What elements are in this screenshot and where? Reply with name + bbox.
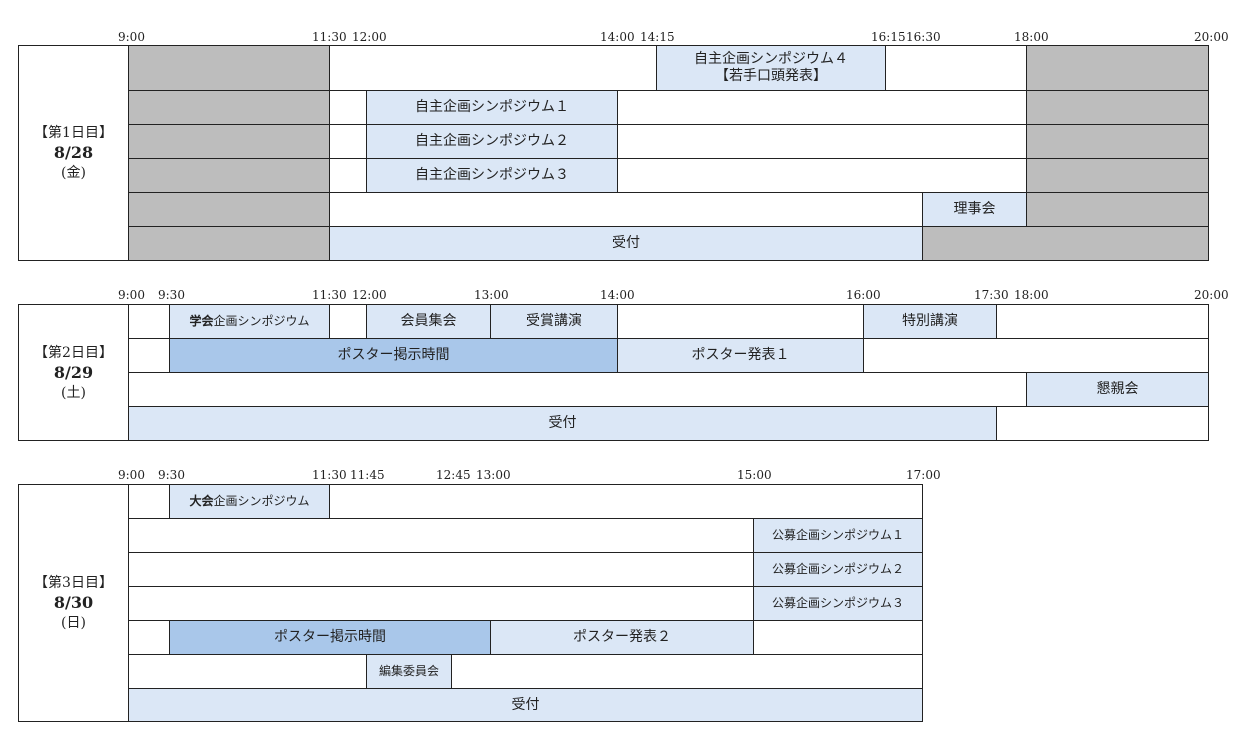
day1-tick-1615: 16:15: [871, 30, 906, 44]
day2-tick-1400: 14:00: [600, 288, 635, 302]
day1-row-divider: [128, 90, 1209, 91]
day2-date: 8/29: [53, 362, 94, 382]
day1-tick-2000: 20:00: [1194, 30, 1229, 44]
day3-public-symposium3: 公募企画シンポジウム３: [753, 586, 923, 621]
day1-row-divider: [128, 158, 1209, 159]
day1-symposium3: 自主企画シンポジウム３: [366, 158, 618, 193]
day1-label-prefix: 【第1日目】: [34, 125, 113, 141]
day2-special-lecture: 特別講演: [863, 304, 997, 339]
day3-label-divider: [128, 484, 129, 722]
day3-label-prefix: 【第3日目】: [34, 575, 113, 591]
day1-unavailable-evening: [1026, 90, 1209, 125]
day1-unavailable-morning: [128, 226, 330, 261]
day1-symposium4: 自主企画シンポジウム４ 【若手口頭発表】: [656, 45, 886, 91]
day2-tick-2000: 20:00: [1194, 288, 1229, 302]
day1-tick-1200: 12:00: [352, 30, 387, 44]
day3-tick-1130: 11:30: [312, 468, 347, 482]
day1-label: 【第1日目】 8/28 (金): [19, 46, 128, 260]
day1-unavailable-morning: [128, 90, 330, 125]
day2-society-symposium-label: 企画シンポジウム: [213, 314, 310, 328]
day2-social-gathering: 懇親会: [1026, 372, 1209, 407]
day2-tick-0900: 9:00: [118, 288, 145, 302]
day1-unavailable-evening: [1026, 158, 1209, 193]
day3-poster-display: ポスター掲示時間: [169, 620, 491, 655]
day2-tick-1730: 17:30: [974, 288, 1009, 302]
day1-board-meeting: 理事会: [922, 192, 1027, 227]
day1-weekday: (金): [61, 165, 86, 181]
day3-tick-1300: 13:00: [476, 468, 511, 482]
day2-label-prefix: 【第2日目】: [34, 344, 113, 361]
day1-unavailable-morning: [128, 124, 330, 159]
day1-row-divider: [128, 192, 1209, 193]
day1-unavailable-evening: [1026, 45, 1209, 91]
day2-tick-1300: 13:00: [474, 288, 509, 302]
day1-unavailable-morning: [128, 192, 330, 227]
day2-row-divider: [128, 406, 1209, 407]
day1-symposium1: 自主企画シンポジウム１: [366, 90, 618, 125]
day2-members-meeting: 会員集会: [366, 304, 491, 339]
day2-society-symposium-emphasis: 学会: [189, 314, 214, 328]
day3-row-divider: [128, 654, 923, 655]
day3-conference-symposium-label: 企画シンポジウム: [213, 494, 310, 508]
day3-tick-0930: 9:30: [158, 468, 185, 482]
day1-unavailable-evening: [1026, 124, 1209, 159]
day1-unavailable-evening: [1026, 192, 1209, 227]
day2-row-divider: [128, 372, 1209, 373]
day1-tick-1800: 18:00: [1014, 30, 1049, 44]
day1-unavailable-morning: [128, 45, 330, 91]
day3-public-symposium1: 公募企画シンポジウム１: [753, 518, 923, 553]
day2-award-lecture: 受賞講演: [490, 304, 618, 339]
day2-row-divider: [128, 338, 1209, 339]
day2-society-symposium: 学会企画シンポジウム: [169, 304, 330, 339]
day3-label: 【第3日目】 8/30 (日): [19, 485, 128, 721]
day2-poster-display: ポスター掲示時間: [169, 338, 618, 373]
day1-tick-1400: 14:00: [600, 30, 635, 44]
day3-tick-1500: 15:00: [737, 468, 772, 482]
day1-tick-1130: 11:30: [312, 30, 347, 44]
day3-tick-1700: 17:00: [906, 468, 941, 482]
day3-tick-1145: 11:45: [350, 468, 385, 482]
day1-tick-1630: 16:30: [906, 30, 941, 44]
day1-reception: 受付: [329, 226, 923, 261]
day2-tick-1800: 18:00: [1014, 288, 1049, 302]
day1-symposium4-subtitle: 【若手口頭発表】: [715, 68, 827, 84]
day3-reception: 受付: [128, 688, 923, 722]
day3-public-symposium2: 公募企画シンポジウム２: [753, 552, 923, 587]
day2-poster-presentation1: ポスター発表１: [617, 338, 864, 373]
day2-tick-0930: 9:30: [158, 288, 185, 302]
day3-weekday: (日): [61, 615, 86, 631]
day2-label: 【第2日目】 8/29 (土): [19, 305, 128, 440]
day3-row-divider: [128, 518, 923, 519]
day3-row-divider: [128, 620, 923, 621]
day1-unavailable-morning: [128, 158, 330, 193]
day1-row-divider: [128, 124, 1209, 125]
day2-tick-1130: 11:30: [312, 288, 347, 302]
day3-tick-0900: 9:00: [118, 468, 145, 482]
day2-weekday: (土): [61, 384, 86, 401]
day3-conference-symposium-emphasis: 大会: [189, 494, 214, 508]
day1-row-divider: [128, 226, 1209, 227]
day3-row-divider: [128, 552, 923, 553]
day2-tick-1600: 16:00: [846, 288, 881, 302]
day2-tick-1200: 12:00: [352, 288, 387, 302]
day1-symposium2: 自主企画シンポジウム２: [366, 124, 618, 159]
day3-tick-1245: 12:45: [436, 468, 471, 482]
day1-tick-1415: 14:15: [640, 30, 675, 44]
day1-date: 8/28: [53, 143, 94, 162]
day1-unavailable-evening: [922, 226, 1209, 261]
day3-editorial-committee: 編集委員会: [366, 654, 452, 689]
day1-tick-0900: 9:00: [118, 30, 145, 44]
day3-row-divider: [128, 688, 923, 689]
day3-conference-symposium: 大会企画シンポジウム: [169, 484, 330, 519]
day1-symposium4-title: 自主企画シンポジウム４: [694, 51, 848, 67]
day3-row-divider: [128, 586, 923, 587]
day3-poster-presentation2: ポスター発表２: [490, 620, 754, 655]
day3-date: 8/30: [53, 593, 94, 612]
day2-reception: 受付: [128, 406, 997, 441]
